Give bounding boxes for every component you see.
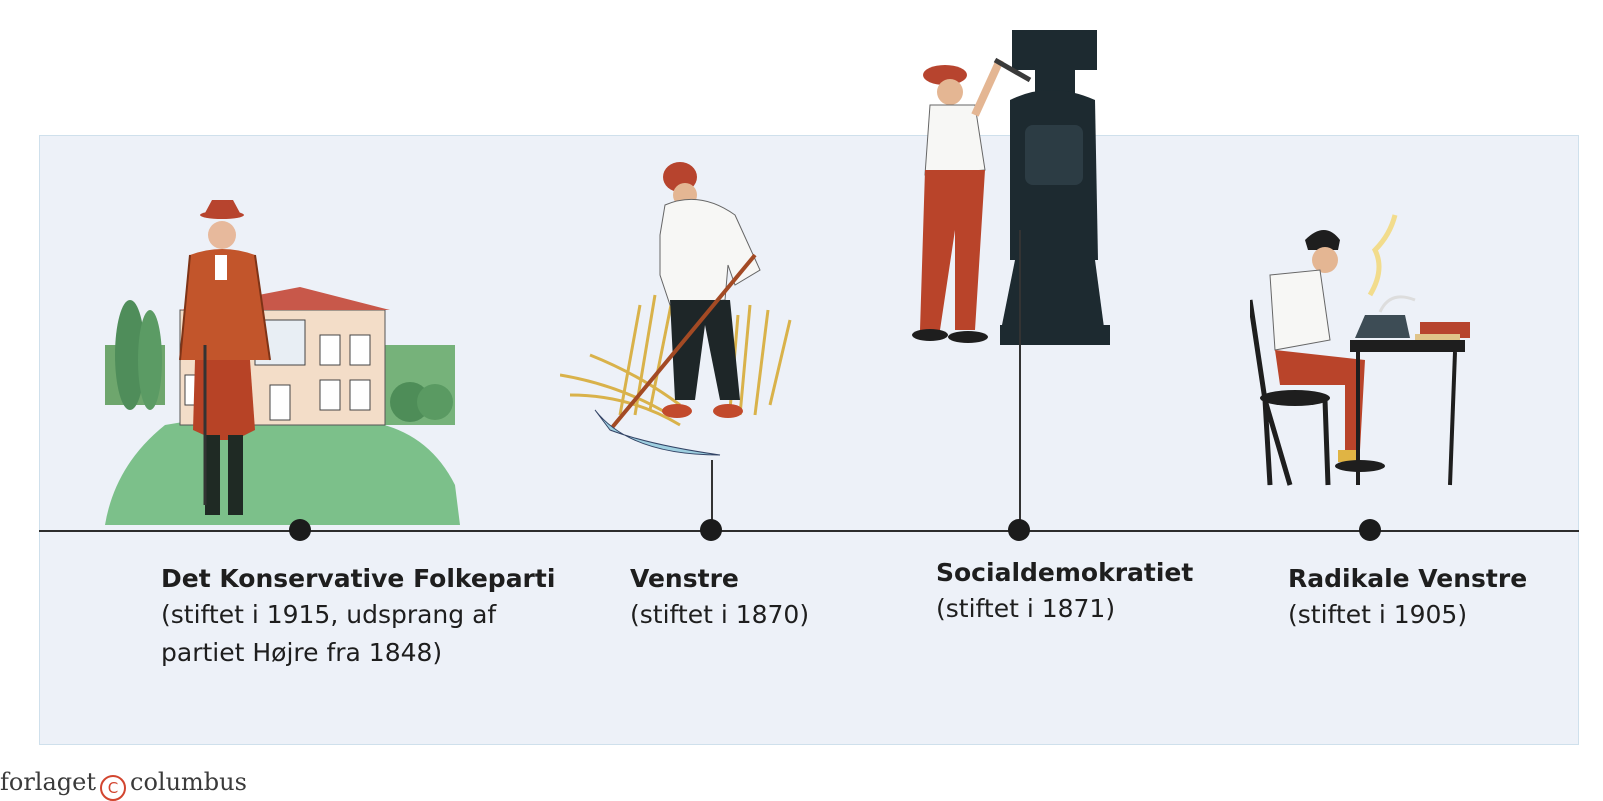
publisher-right: columbus: [130, 768, 247, 796]
timeline-marker-socialdemokratiet: [1008, 519, 1030, 541]
party-founded: (stiftet i 1905): [1288, 600, 1468, 629]
timeline-marker-konservative: [289, 519, 311, 541]
party-label-konservative: Det Konservative Folkeparti (stiftet i 1…: [161, 562, 555, 672]
connector-socialdemokratiet: [1019, 230, 1021, 530]
connector-venstre: [711, 460, 713, 530]
copyright-c-icon: C: [100, 775, 126, 801]
timeline-marker-radikale: [1359, 519, 1381, 541]
publisher-left: forlaget: [0, 768, 96, 796]
party-label-venstre: Venstre (stiftet i 1870): [630, 562, 809, 634]
party-name: Venstre: [630, 564, 739, 593]
farmer-scythe-icon: [560, 162, 792, 456]
timeline-marker-venstre: [700, 519, 722, 541]
party-name: Det Konservative Folkeparti: [161, 564, 556, 593]
party-founded: (stiftet i 1871): [936, 594, 1116, 623]
party-founded-line2: partiet Højre fra 1848): [161, 638, 443, 667]
party-name: Radikale Venstre: [1288, 564, 1528, 593]
party-label-socialdemokratiet: Socialdemokratiet (stiftet i 1871): [936, 556, 1193, 628]
party-name: Socialdemokratiet: [936, 558, 1194, 587]
party-label-radikale: Radikale Venstre (stiftet i 1905): [1288, 562, 1527, 634]
timeline-axis: [39, 530, 1579, 532]
party-founded: (stiftet i 1870): [630, 600, 810, 629]
writer-typewriter-icon: [1250, 214, 1470, 486]
worker-machine-icon: [912, 30, 1110, 345]
conservative-gentleman-icon: [105, 200, 460, 525]
party-founded-line1: (stiftet i 1915, udsprang af: [161, 600, 497, 629]
